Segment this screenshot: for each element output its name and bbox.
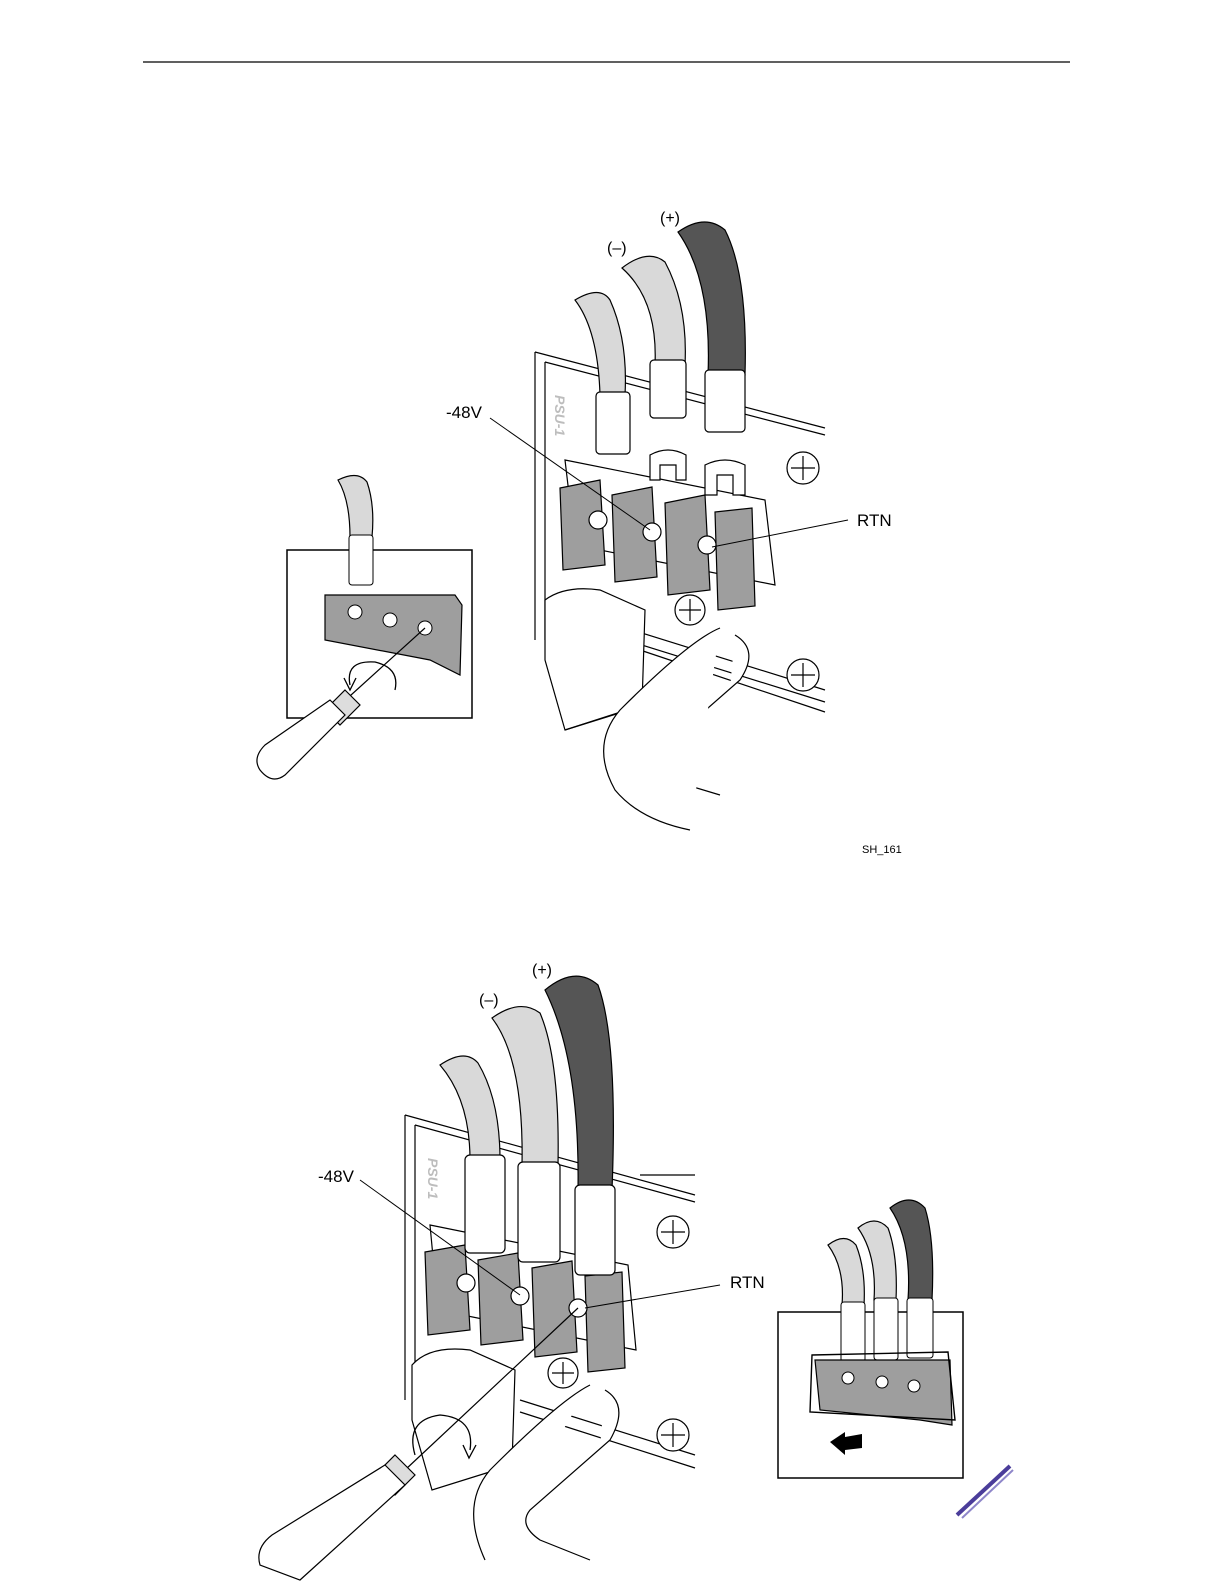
cable-minus: [622, 256, 686, 480]
label-plus: (+): [532, 962, 552, 979]
label-rtn: RTN: [857, 511, 892, 530]
cable-neg48v: [440, 1056, 505, 1253]
inset-bottom: [778, 1200, 963, 1478]
cable-plus: [678, 222, 745, 495]
inset-top: [287, 475, 472, 718]
label-plus: (+): [660, 210, 680, 227]
label-rtn: RTN: [730, 1273, 765, 1292]
figure-top: PSU-1: [257, 210, 902, 856]
label-neg48v: -48V: [446, 403, 483, 422]
panel-label: PSU-1: [425, 1158, 441, 1199]
figure-bottom: PSU-1: [259, 962, 963, 1580]
terminal-cover: [545, 589, 749, 830]
label-neg48v: -48V: [318, 1167, 355, 1186]
figure-id: SH_161: [862, 844, 902, 856]
cable-neg48v: [575, 293, 630, 455]
panel-label: PSU-1: [552, 395, 568, 436]
label-minus: (–): [607, 240, 627, 257]
terminal-cover: [412, 1349, 619, 1560]
corner-logo-icon: [957, 1466, 1013, 1518]
label-minus: (–): [479, 992, 499, 1009]
